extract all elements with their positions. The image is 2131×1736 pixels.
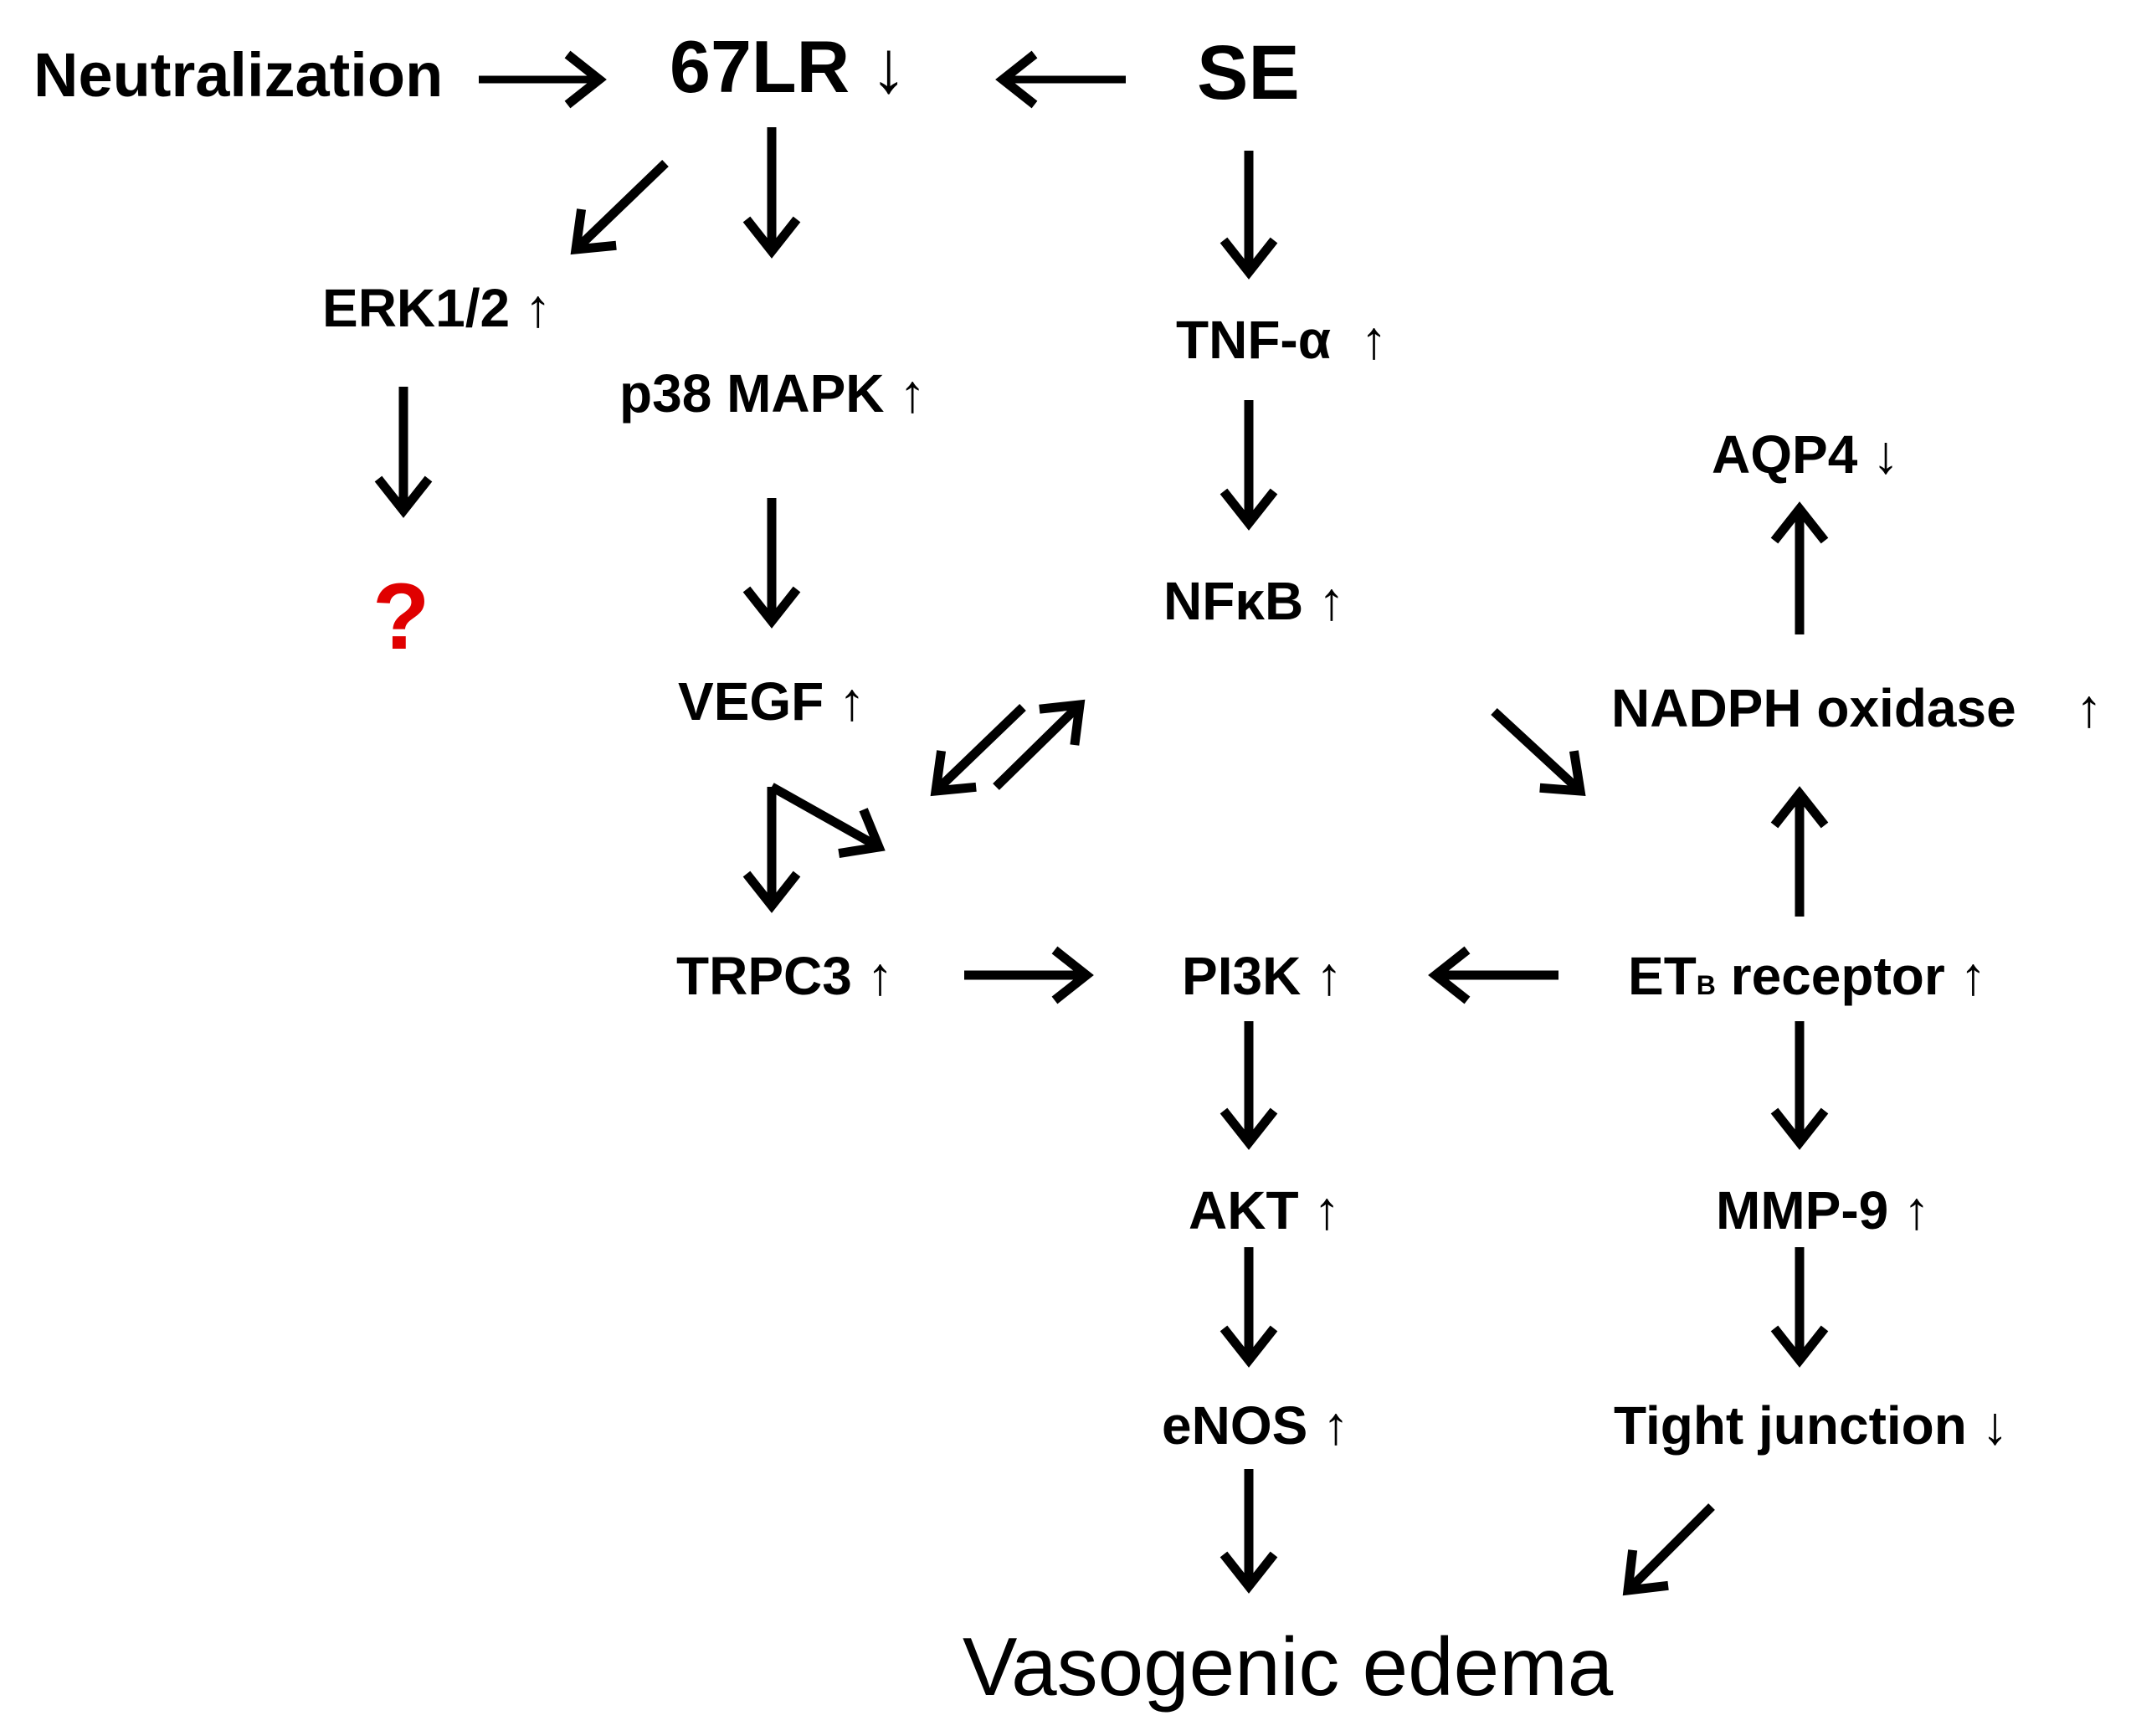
node-vasogenic-edema: Vasogenic edema <box>963 1620 1614 1713</box>
etb-rest: receptor ↑ <box>1716 946 1987 1006</box>
arrow-nfkb-to-vegf <box>930 704 1026 797</box>
node-tnf-alpha: TNF-α ↑ <box>1176 310 1388 370</box>
node-neutralization: Neutralization <box>33 40 443 110</box>
arrow-vegf-bent <box>769 783 886 858</box>
node-enos: eNOS ↑ <box>1162 1395 1349 1456</box>
node-tight-junction: Tight junction ↓ <box>1614 1395 2009 1456</box>
arrow-nfkb-nadph <box>1491 707 1586 797</box>
arrow-67lr-erk <box>570 160 669 255</box>
node-etb-receptor: ETB receptor ↑ <box>1628 946 1987 1006</box>
etb-subscript: B <box>1697 970 1716 1000</box>
node-nfkb: NFκB ↑ <box>1163 571 1345 631</box>
node-vegf: VEGF ↑ <box>678 671 865 732</box>
arrow-vegf-to-nfkb <box>993 699 1086 790</box>
node-pi3k: PI3K ↑ <box>1182 946 1343 1006</box>
node-nadph-oxidase: NADPH oxidase <box>1611 678 2016 738</box>
node-se: SE <box>1197 30 1300 116</box>
node-aqp4: AQP4 ↓ <box>1712 424 1899 485</box>
node-67lr: 67LR ↓ <box>670 25 907 108</box>
node-nadph-up: ↑ <box>2076 678 2103 738</box>
node-trpc3: TRPC3 ↑ <box>676 946 894 1006</box>
node-p38-mapk: p38 MAPK ↑ <box>619 363 926 424</box>
node-akt: AKT ↑ <box>1189 1180 1340 1240</box>
arrow-tight-edema <box>1622 1503 1715 1596</box>
node-unknown: ? <box>372 564 429 669</box>
node-erk: ERK1/2 ↑ <box>322 278 552 338</box>
node-mmp9: MMP-9 ↑ <box>1716 1180 1930 1240</box>
etb-main: ET <box>1628 946 1697 1006</box>
